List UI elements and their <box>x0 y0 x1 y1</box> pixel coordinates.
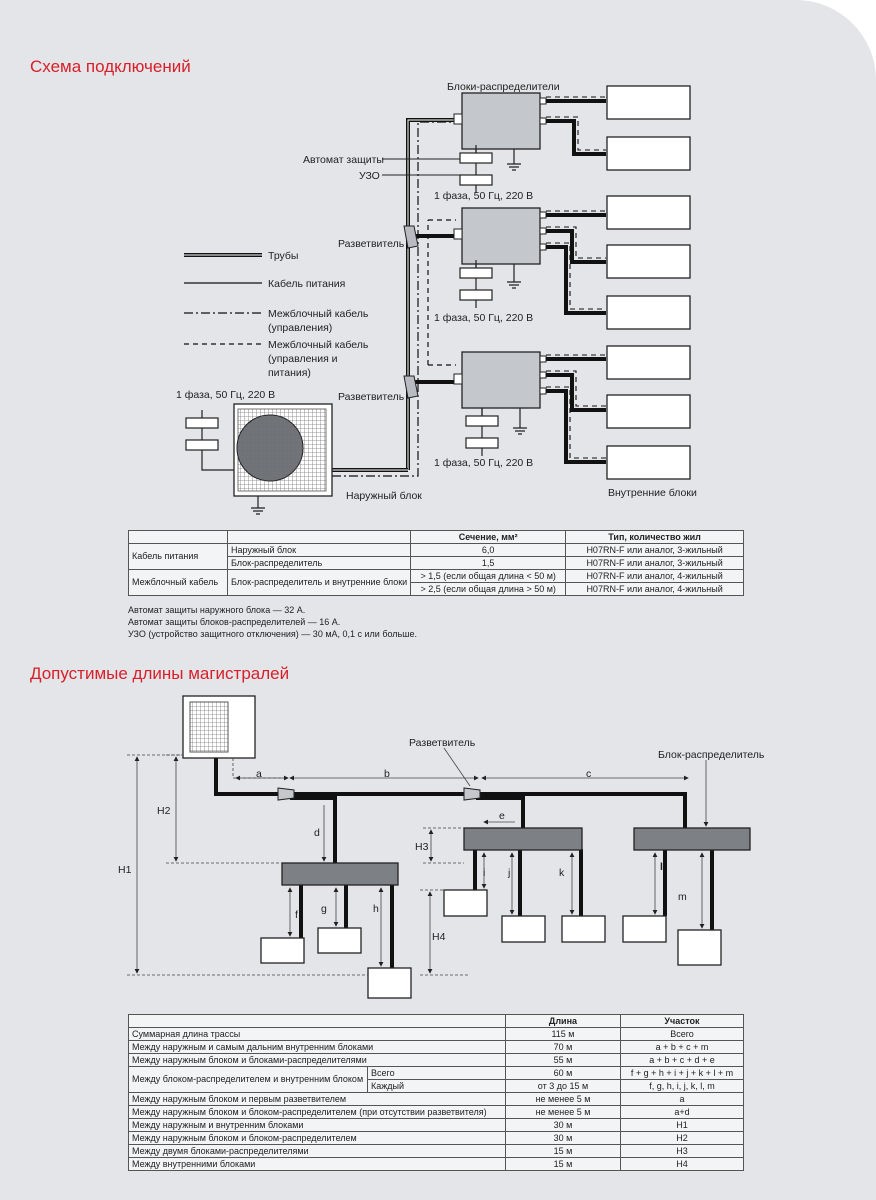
svg-text:H1: H1 <box>118 864 132 876</box>
distributors-label: Блоки-распределители <box>447 81 560 93</box>
distributor-breakers <box>382 144 528 457</box>
rcd-label: УЗО <box>359 170 380 182</box>
power-label-3: 1 фаза, 50 Гц, 220 В <box>434 457 533 469</box>
table-row: Между блоком-распределителем и внутренни… <box>128 1066 745 1093</box>
cable-table-header-group <box>128 530 228 544</box>
table-row: > 2,5 (если общая длина > 50 м) H07RN-F … <box>129 582 744 596</box>
table-row: Между наружным блоком и блоками-распреде… <box>128 1053 745 1067</box>
table-row: Межблочный кабель Блок-распределитель и … <box>128 569 744 596</box>
table-row: Между наружным и самым дальним внутренни… <box>128 1040 745 1054</box>
legend-control-sub: (управления) <box>268 322 332 334</box>
svg-text:m: m <box>678 891 687 903</box>
table-row: Блок-распределитель 1,5 H07RN-F или анал… <box>129 556 744 570</box>
lengths-diagram-title: Допустимые длины магистралей <box>30 664 290 683</box>
table-row: Между внутренними блоками 15 м H4 <box>128 1157 745 1171</box>
lengths-table-header-label <box>128 1014 506 1028</box>
table-row: Суммарная длина трассы 115 м Всего <box>128 1027 745 1041</box>
indoor-units-label: Внутренние блоки <box>608 487 697 499</box>
splitter-icon <box>403 225 419 399</box>
splitter-label: Разветвитель <box>409 737 476 749</box>
svg-text:j: j <box>507 867 510 879</box>
power-label-2: 1 фаза, 50 Гц, 220 В <box>434 312 533 324</box>
legend-controlpower-sub: (управления и <box>268 353 338 365</box>
cable-table-header-item <box>226 530 412 544</box>
legend-power-label: Кабель питания <box>268 278 345 290</box>
svg-text:d: d <box>314 827 320 839</box>
distributor-boxes <box>453 92 547 409</box>
table-row: Между двумя блоками-распределителями 15 … <box>128 1144 745 1158</box>
legend-controlpower-sub2: питания) <box>268 367 311 379</box>
indoor-units <box>260 889 722 999</box>
main-pipes <box>332 118 456 477</box>
svg-text:b: b <box>384 768 390 780</box>
outdoor-power-label: 1 фаза, 50 Гц, 220 В <box>176 389 275 401</box>
legend-control-label: Межблочный кабель <box>268 308 369 320</box>
note-outdoor-breaker: Автомат защиты наружного блока — 32 А. <box>128 605 306 615</box>
table-row: Между наружным блоком и блоком-распредел… <box>128 1105 745 1119</box>
splitter-icon <box>277 787 481 801</box>
table-row: Каждый от 3 до 15 м f, g, h, i, j, k, l,… <box>129 1079 745 1093</box>
indoor-connections <box>546 96 606 464</box>
note-rcd: УЗО (устройство защитного отключения) — … <box>128 629 417 639</box>
cable-spec-table: Сечение, мм² Тип, количество жил Кабель … <box>128 530 744 596</box>
svg-text:i: i <box>483 867 485 879</box>
distributor-boxes <box>281 827 751 886</box>
splitter-label-2: Разветвитель <box>338 391 405 403</box>
svg-text:f: f <box>295 909 298 921</box>
cable-table-header-section: Сечение, мм² <box>410 530 567 544</box>
table-row: Между наружным и внутренним блоками 30 м… <box>128 1118 745 1132</box>
svg-text:H3: H3 <box>415 841 429 853</box>
table-row: Между наружным блоком и блоком-распредел… <box>128 1131 745 1145</box>
power-label-1: 1 фаза, 50 Гц, 220 В <box>434 190 533 202</box>
legend-controlpower-label: Межблочный кабель <box>268 339 369 351</box>
outdoor-unit <box>185 403 333 515</box>
wiring-diagram-title: Схема подключений <box>30 57 191 76</box>
lengths-table-header-segment: Участок <box>619 1014 745 1028</box>
wiring-diagram: Трубы Кабель питания Межблочный кабель (… <box>176 81 697 515</box>
legend-pipes-label: Трубы <box>268 250 298 262</box>
notes: Автомат защиты наружного блока — 32 А. А… <box>128 604 417 640</box>
legend: Трубы Кабель питания Межблочный кабель (… <box>184 250 369 379</box>
lengths-diagram: Разветвитель Блок-распределитель a b c d… <box>118 695 765 999</box>
svg-text:l: l <box>660 861 663 873</box>
note-distributor-breaker: Автомат защиты блоков-распределителей — … <box>128 617 341 627</box>
splitter-label-1: Разветвитель <box>338 238 405 250</box>
svg-text:a: a <box>256 768 262 780</box>
svg-text:c: c <box>586 768 591 780</box>
svg-text:H2: H2 <box>157 805 171 817</box>
dimension-lines <box>127 747 709 976</box>
outdoor-unit-label: Наружный блок <box>346 490 422 502</box>
cable-table-header-type: Тип, количество жил <box>565 530 744 544</box>
table-row: Между наружным блоком и первым разветвит… <box>128 1092 745 1106</box>
svg-text:g: g <box>321 903 327 915</box>
distributor-label: Блок-распределитель <box>658 749 765 761</box>
table-row: Кабель питания Наружный блок 6,0 H07RN-F… <box>128 543 744 570</box>
svg-text:H4: H4 <box>432 931 446 943</box>
lengths-table-header-length: Длина <box>504 1014 621 1028</box>
lengths-table: Длина Участок Суммарная длина трассы 115… <box>128 1014 745 1171</box>
dimension-labels: Разветвитель Блок-распределитель a b c d… <box>118 737 765 943</box>
pipe-routes <box>214 758 714 968</box>
breaker-label: Автомат защиты <box>303 154 384 166</box>
indoor-units <box>606 85 691 480</box>
svg-text:e: e <box>499 810 505 822</box>
svg-text:h: h <box>373 903 379 915</box>
outdoor-unit <box>182 695 256 759</box>
svg-text:k: k <box>559 867 565 879</box>
